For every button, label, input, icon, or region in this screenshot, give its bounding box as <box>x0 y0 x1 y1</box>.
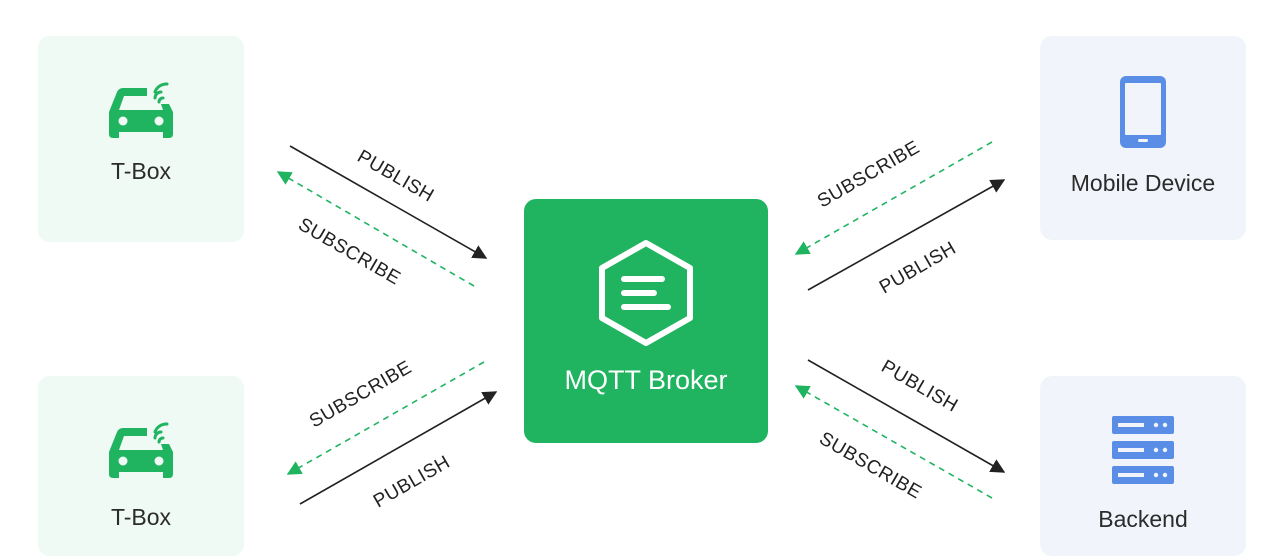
emqx-hexagon-icon <box>599 240 693 346</box>
backend-node: Backend <box>1040 376 1246 556</box>
subscribe-arrow-tbox-top <box>276 171 475 287</box>
subscribe-label-tbox-bottom: SUBSCRIBE <box>306 357 415 432</box>
publish-label-mobile: PUBLISH <box>876 238 960 299</box>
publish-arrow-mobile <box>807 179 1006 291</box>
server-icon <box>1112 416 1174 484</box>
tbox-label: T-Box <box>110 158 172 184</box>
car-connected-icon <box>109 422 173 478</box>
smartphone-icon <box>1120 76 1166 148</box>
subscribe-label-backend: SUBSCRIBE <box>816 428 925 503</box>
mqtt-broker-label: MQTT Broker <box>564 365 728 395</box>
tbox-node-bottom: T-Box <box>38 376 244 556</box>
mobile-device-node: Mobile Device <box>1040 36 1246 240</box>
mobile-device-label: Mobile Device <box>1070 170 1216 196</box>
backend-label: Backend <box>1098 506 1188 532</box>
subscribe-label-tbox-top: SUBSCRIBE <box>295 214 404 289</box>
publish-arrow-backend <box>807 359 1006 473</box>
mqtt-broker-node: MQTT Broker <box>524 199 768 443</box>
subscribe-label-mobile: SUBSCRIBE <box>814 137 923 212</box>
publish-arrow-tbox-bottom <box>299 391 498 505</box>
subscribe-arrow-tbox-bottom <box>286 361 485 475</box>
car-connected-icon <box>109 82 173 138</box>
tbox-label: T-Box <box>110 504 172 530</box>
publish-arrow-tbox-top <box>289 145 488 259</box>
tbox-node-top: T-Box <box>38 36 244 242</box>
publish-label-tbox-top: PUBLISH <box>354 146 438 207</box>
connection-arrows: PUBLISH SUBSCRIBE SUBSCRIBE PUBLISH SUBS… <box>276 137 1006 513</box>
publish-label-tbox-bottom: PUBLISH <box>370 452 454 513</box>
subscribe-arrow-mobile <box>794 141 993 255</box>
subscribe-arrow-backend <box>794 385 993 499</box>
